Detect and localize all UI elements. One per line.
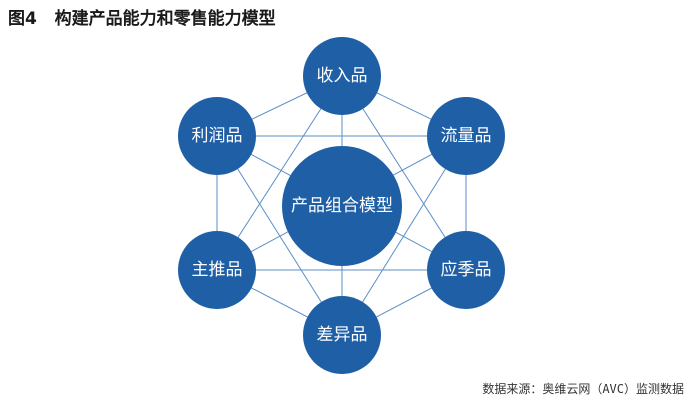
connector-upper-right-bottom <box>341 135 467 336</box>
center-circle <box>282 146 402 266</box>
node-bottom-label: 差异品 <box>317 325 368 345</box>
node-lower-right-circle <box>427 231 505 309</box>
node-upper-left-circle <box>178 97 256 175</box>
node-lower-left: 主推品 <box>178 231 256 309</box>
node-upper-right-circle <box>427 97 505 175</box>
node-upper-right: 流量品 <box>427 97 505 175</box>
node-upper-left: 利润品 <box>178 97 256 175</box>
figure-title: 图4 构建产品能力和零售能力模型 <box>8 9 276 29</box>
node-upper-right-label: 流量品 <box>441 126 492 146</box>
node-upper-left-label: 利润品 <box>192 126 243 146</box>
node-top: 收入品 <box>303 37 381 115</box>
node-bottom-circle <box>303 296 381 374</box>
node-lower-left-circle <box>178 231 256 309</box>
node-lower-left-label: 主推品 <box>192 260 243 280</box>
source-note: 数据来源：奥维云网（AVC）监测数据 <box>482 382 684 396</box>
node-bottom: 差异品 <box>303 296 381 374</box>
node-top-label: 收入品 <box>317 66 368 86</box>
center-label: 产品组合模型 <box>291 196 393 216</box>
node-top-circle <box>303 37 381 115</box>
node-lower-right-label: 应季品 <box>441 260 492 280</box>
connector-bottom-upper-left <box>216 135 343 336</box>
node-lower-right: 应季品 <box>427 231 505 309</box>
